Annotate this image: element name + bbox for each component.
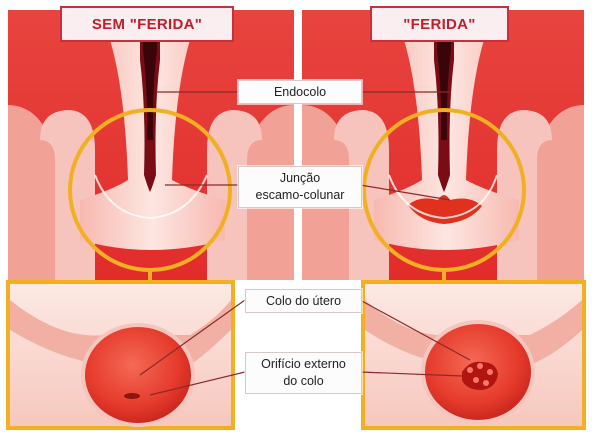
right-bottom-illustration (363, 282, 584, 428)
right-top-illustration (302, 10, 584, 282)
left-bottom-illustration (8, 282, 233, 428)
colo-label: Colo do útero (245, 289, 362, 313)
endocolo-text: Endocolo (274, 84, 326, 101)
left-top-illustration (8, 10, 294, 282)
orificio-text-line2: do colo (283, 373, 323, 390)
juncao-text-line1: Junção (280, 170, 320, 187)
right-panel-title: "FERIDA" (370, 6, 509, 42)
juncao-label: Junção escamo-colunar (238, 166, 362, 208)
left-panel-title: SEM "FERIDA" (60, 6, 234, 42)
colo-text: Colo do útero (266, 293, 341, 310)
juncao-text-line2: escamo-colunar (256, 187, 345, 204)
left-cervix-face (83, 325, 193, 425)
orificio-text-line1: Orifício externo (261, 356, 346, 373)
left-external-os (124, 393, 140, 399)
endocolo-label: Endocolo (238, 80, 362, 104)
orificio-label: Orifício externo do colo (245, 352, 362, 394)
